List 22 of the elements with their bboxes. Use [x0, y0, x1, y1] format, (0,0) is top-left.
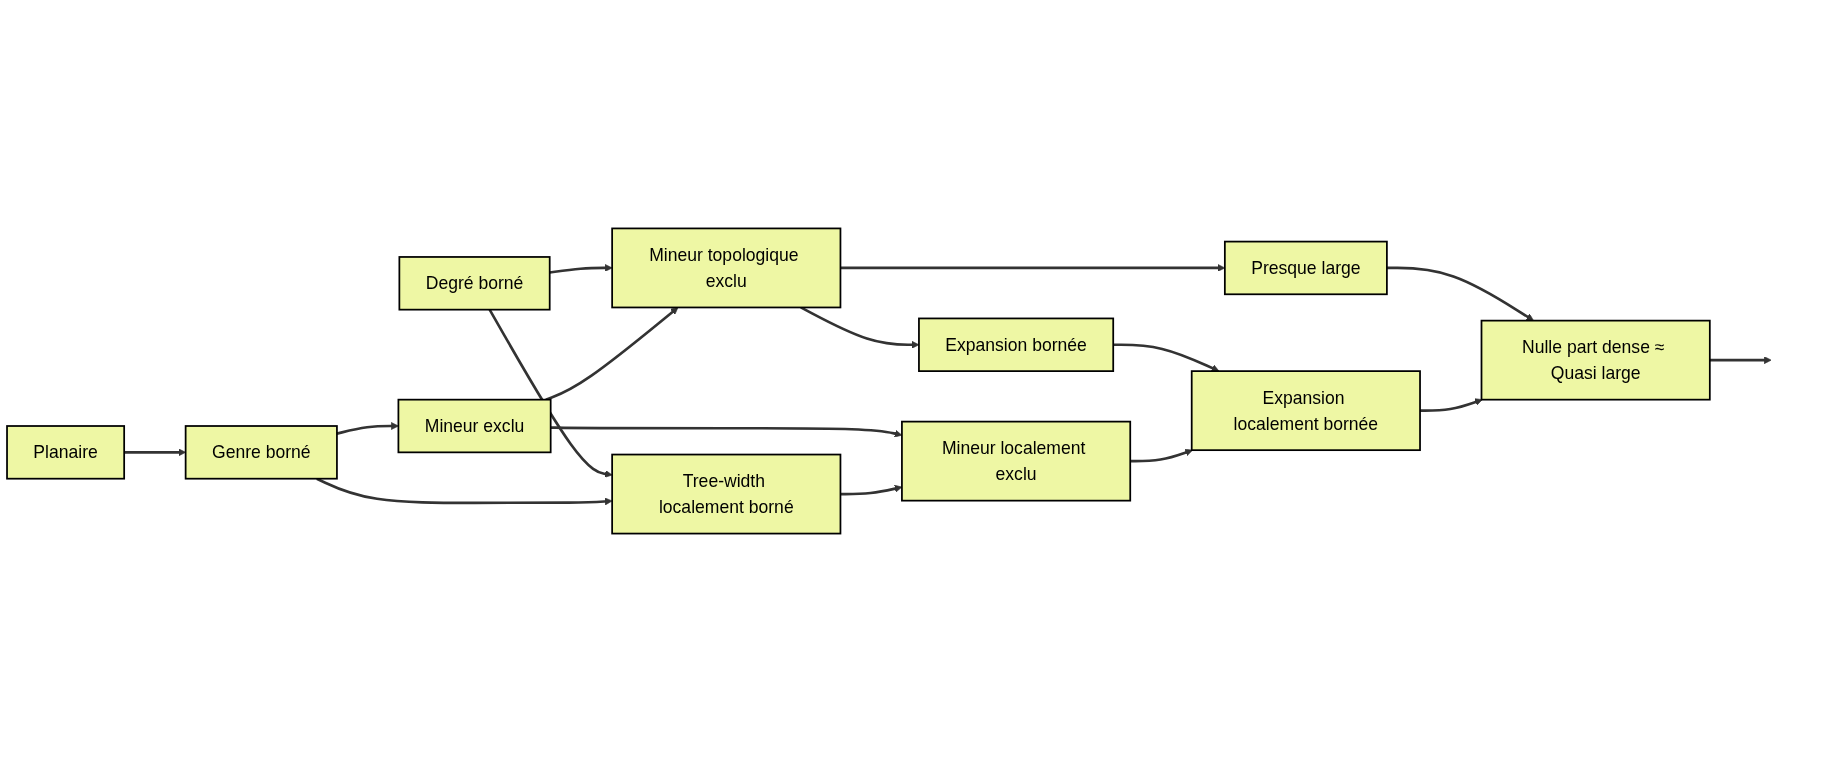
node-box: Mineur localement exclu — [901, 420, 1132, 502]
arrow — [124, 448, 186, 457]
arrow — [1420, 398, 1483, 412]
node-box: Mineur topologique exclu — [611, 227, 842, 309]
node-box: Expansion bornée — [918, 317, 1115, 372]
arrow — [545, 307, 679, 401]
node-box: Degré borné — [398, 256, 551, 311]
node-box: Expansion localement bornée — [1190, 370, 1421, 452]
node-box: Presque large — [1223, 240, 1388, 296]
arrow — [488, 309, 613, 478]
node-box: Mineur exclu — [397, 398, 552, 454]
arrow — [1386, 266, 1534, 321]
arrow — [1113, 343, 1220, 372]
node-box: Planaire — [6, 425, 126, 480]
node-box: Nulle part dense ≈ Quasi large — [1480, 319, 1711, 401]
arrow — [336, 422, 399, 435]
arrow — [316, 477, 613, 506]
arrow — [1709, 356, 1772, 364]
arrow — [549, 264, 613, 274]
arrow — [1130, 448, 1193, 463]
node-box: Tree-width localement borné — [611, 453, 842, 535]
node-box: Genre borné — [184, 425, 338, 480]
